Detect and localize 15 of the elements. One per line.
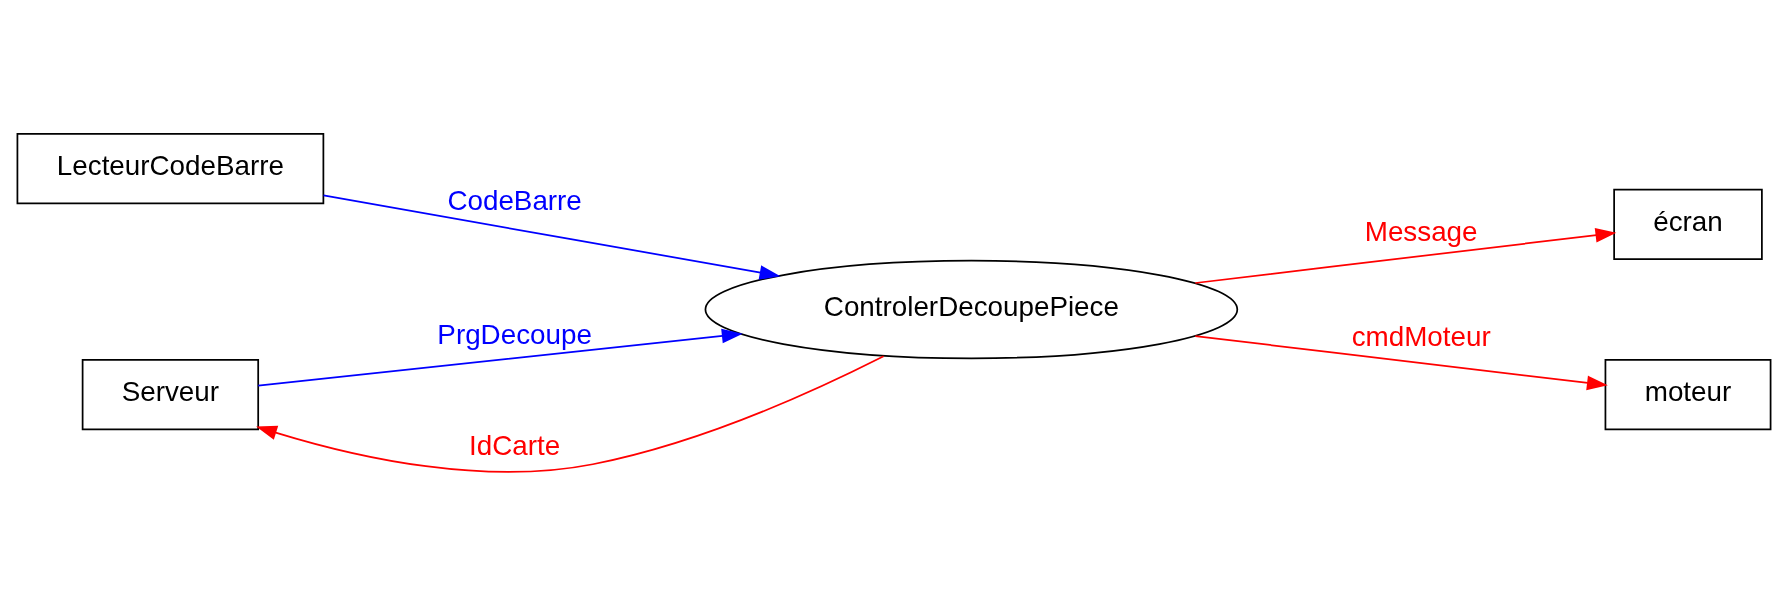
arrow xyxy=(256,355,885,473)
edge-label: PrgDecoupe xyxy=(437,318,592,350)
arrow xyxy=(1194,335,1608,391)
edge-label: CodeBarre xyxy=(447,185,582,217)
edge-label: Message xyxy=(1364,216,1478,248)
arrow xyxy=(257,328,743,387)
node-box: écran xyxy=(1613,188,1763,260)
edge-label: cmdMoteur xyxy=(1351,320,1491,352)
node-box: moteur xyxy=(1604,359,1772,431)
arrow xyxy=(1194,227,1617,284)
node-box: LecteurCodeBarre xyxy=(16,133,325,205)
edge-label: IdCarte xyxy=(469,430,561,462)
node-ellipse: ControlerDecoupePiece xyxy=(704,259,1239,360)
node-box: Serveur xyxy=(81,359,260,431)
arrow xyxy=(322,194,781,280)
